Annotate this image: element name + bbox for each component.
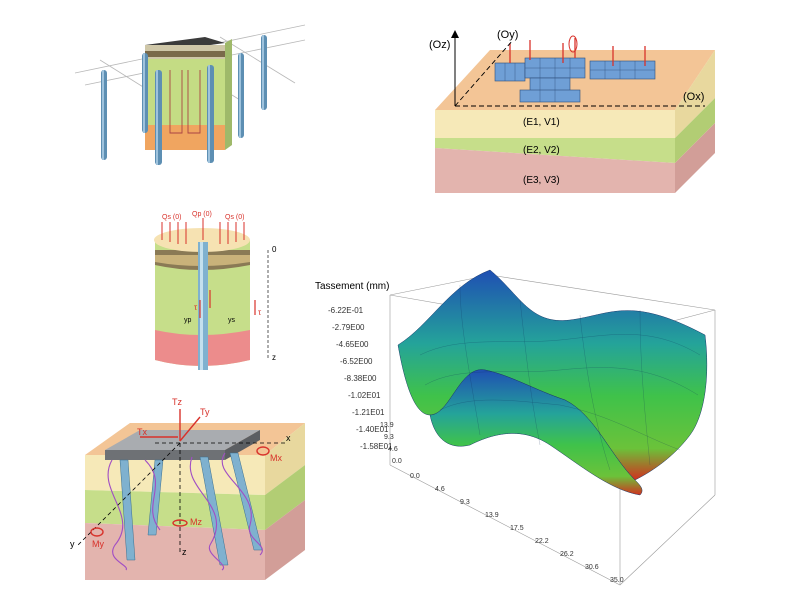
panel-piled-raft: x y z Tz Ty Tx Mx My Mz (60, 395, 310, 590)
label-axis-x: x (286, 433, 291, 443)
label-layer-3: (E3, V3) (523, 175, 560, 186)
layer-e1 (435, 110, 675, 138)
y-tick-label: 17.5 (510, 525, 524, 532)
label-tz: Tz (172, 397, 182, 407)
label-ty: Ty (200, 407, 210, 417)
y-tick-label: 9.3 (460, 499, 470, 506)
x-tick-label: 13.9 (380, 422, 394, 429)
label-tx: Tx (137, 427, 147, 437)
panel-settlement-surface: Tassement (mm) -6.22E-01 -2.79E00 -4.65E00… (310, 265, 740, 595)
y-tick-label: 13.9 (485, 512, 499, 519)
label-ys: ys (228, 317, 236, 324)
single-pile-diagram: Qs (0) Qp (0) Qs (0) τ τ yp ys 0 z (154, 211, 277, 370)
z-tick-label: -1.40E01 (356, 425, 389, 434)
label-mz: Mz (190, 517, 202, 527)
y-tick-label: 0.0 (410, 473, 420, 480)
label-layer-2: (E2, V2) (523, 145, 560, 156)
deflection-curves (107, 452, 263, 571)
label-my: My (92, 539, 104, 549)
z-tick-label: -6.52E00 (340, 357, 373, 366)
y-tick-label: 22.2 (535, 538, 549, 545)
label-tau-left: τ (194, 303, 198, 312)
label-qs-right: Qs (0) (225, 214, 244, 221)
label-axis-z: z (182, 547, 187, 557)
label-depth-0: 0 (272, 245, 277, 254)
settlement-plot: Tassement (mm) -6.22E-01 -2.79E00 -4.65E00… (315, 269, 716, 586)
raft-slab (105, 430, 260, 460)
label-oz: (Oz) (429, 39, 450, 51)
z-tick-label: -2.79E00 (332, 323, 365, 332)
label-axis-y: y (70, 539, 75, 549)
panel-pile-group (70, 15, 310, 170)
x-tick-label: 4.6 (388, 446, 398, 453)
label-layer-1: (E1, V1) (523, 117, 560, 128)
layer-e3 (435, 148, 675, 193)
z-tick-label: -1.02E01 (348, 391, 381, 400)
x-axis-ticks: 0.0 4.6 9.3 13.9 (380, 422, 402, 465)
z-tick-label: -1.58E01 (360, 442, 393, 451)
y-tick-label: 30.6 (585, 564, 599, 571)
label-qp: Qp (0) (192, 211, 212, 218)
y-tick-label: 4.6 (435, 486, 445, 493)
z-tick-label: -8.38E00 (344, 374, 377, 383)
panel-single-pile: Qs (0) Qp (0) Qs (0) τ τ yp ys 0 z (150, 210, 290, 380)
axis-oy-line (454, 39, 514, 107)
pile-group-diagram (74, 24, 306, 165)
label-tau-right: τ (258, 308, 262, 317)
z-tick-label: -1.21E01 (352, 408, 385, 417)
z-axis-ticks: -6.22E-01 -2.79E00 -4.65E00 -6.52E00 -8.38E0… (328, 306, 393, 451)
x-tick-label: 9.3 (384, 434, 394, 441)
x-tick-label: 0.0 (392, 458, 402, 465)
piles (101, 35, 267, 165)
label-qs-left: Qs (0) (162, 214, 181, 221)
label-depth-z: z (272, 353, 276, 362)
layered-soil-diagram: (Oz) (Oy) (Ox) (E1, V1) (E2, V2) (E3, V3… (429, 29, 715, 193)
plot-title: Tassement (mm) (315, 281, 389, 292)
layer-e2 (435, 138, 675, 163)
y-tick-label: 35.0 (610, 577, 624, 584)
label-ox: (Ox) (683, 91, 704, 103)
label-mx: Mx (270, 453, 282, 463)
z-tick-label: -6.22E-01 (328, 306, 364, 315)
z-tick-label: -4.65E00 (336, 340, 369, 349)
piled-raft-diagram: x y z Tz Ty Tx Mx My Mz (70, 397, 305, 580)
load-arrows (509, 38, 646, 66)
label-yp: yp (184, 317, 192, 324)
moment-icon (568, 35, 578, 53)
label-oy: (Oy) (497, 29, 518, 41)
y-axis-ticks: 0.0 4.6 9.3 13.9 17.5 22.2 26.2 30.6 35.0 (410, 473, 624, 584)
load-vectors (90, 409, 270, 537)
panel-layered-soil: (Oz) (Oy) (Ox) (E1, V1) (E2, V2) (E3, V3… (425, 28, 725, 208)
surface-loads (161, 218, 245, 244)
raft-piles (119, 452, 263, 566)
y-tick-label: 26.2 (560, 551, 574, 558)
